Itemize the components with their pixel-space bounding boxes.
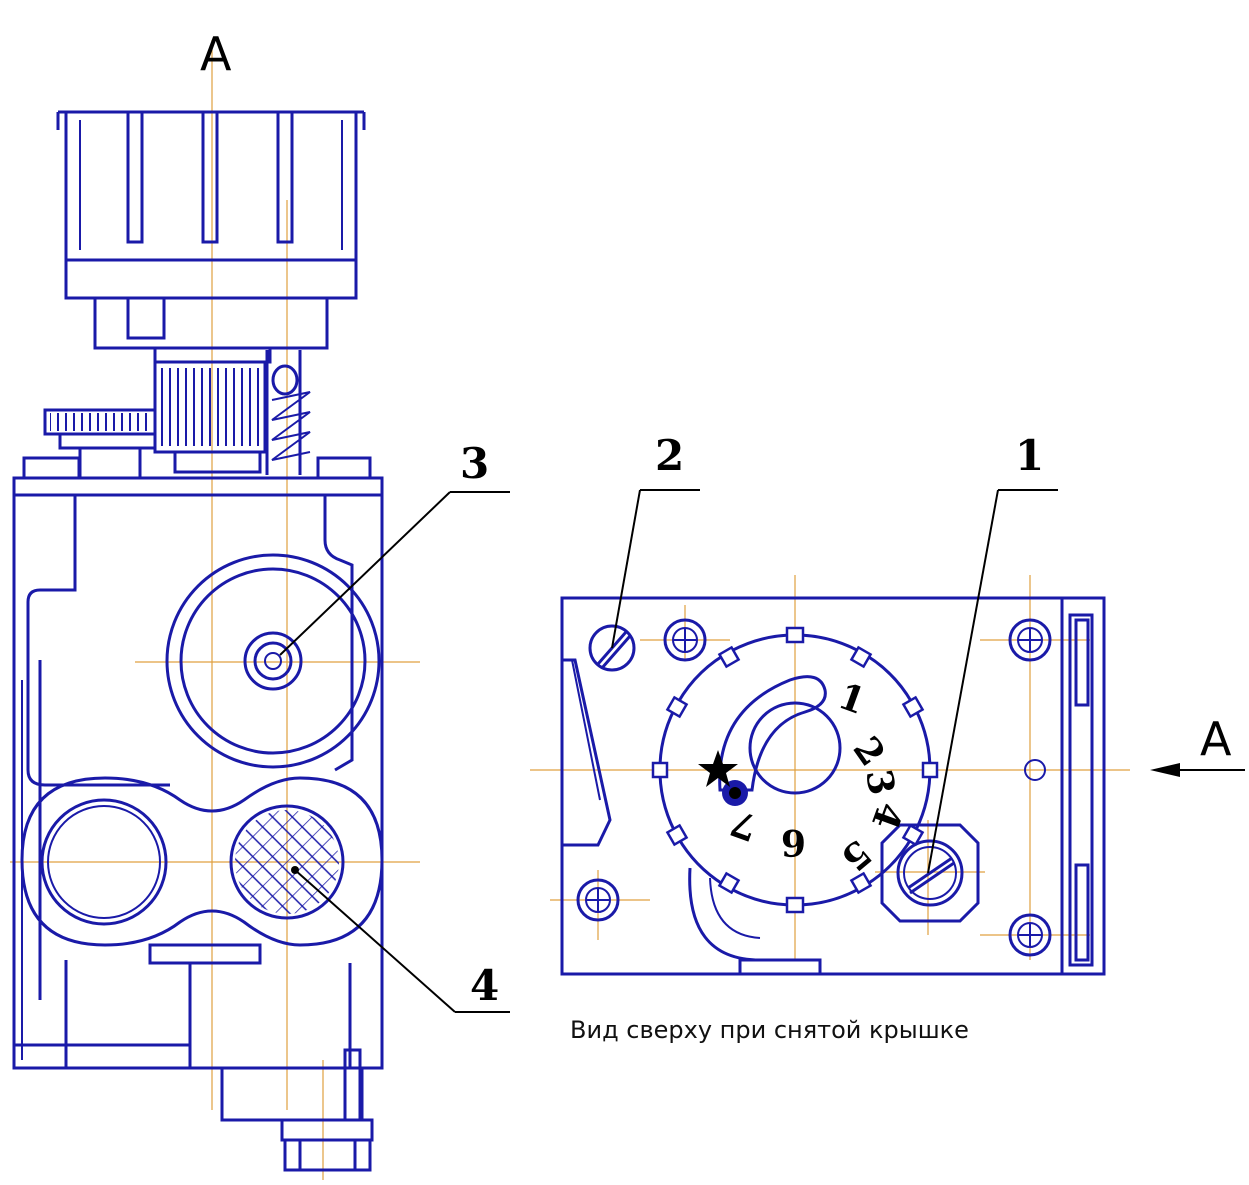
- section-letter-right: A: [1200, 712, 1232, 766]
- selector-dial: 1 2 3 4 5 6 7: [651, 626, 939, 962]
- left-bore: [40, 798, 168, 926]
- upper-bore-inner: [179, 567, 367, 755]
- upper-bore-outer: [165, 553, 381, 769]
- knurled-shaft: [43, 350, 311, 475]
- adjusting-screw-1: [880, 823, 980, 923]
- callout-4: 4: [291, 866, 510, 1013]
- callout-1: 1: [927, 431, 1058, 874]
- view-caption: Вид сверху при снятой крышке: [570, 1016, 969, 1044]
- base-plate: [560, 596, 1106, 976]
- star-marker: [698, 750, 738, 787]
- nozzle-fitting: [243, 631, 303, 691]
- dial-number-2: 2: [845, 729, 894, 774]
- dial-number-1: 1: [833, 675, 871, 723]
- mounting-screw-tl: [663, 618, 707, 662]
- callout-3: 3: [279, 439, 510, 656]
- lower-bore-outline: [20, 776, 384, 947]
- dial-number-6: 6: [781, 821, 806, 863]
- side-view: 3 4 A: [10, 27, 510, 1180]
- filter-element: [229, 804, 345, 920]
- section-letter-top: A: [200, 27, 232, 81]
- mounting-screw-tr: [1008, 618, 1052, 662]
- view-arrow-right: A: [1150, 712, 1245, 777]
- callout-2: 2: [611, 431, 700, 649]
- dial-center-bore: [748, 701, 842, 795]
- mounting-screw-br: [1008, 913, 1052, 957]
- knob-cap: [56, 110, 366, 364]
- dial-number-7: 7: [725, 801, 763, 849]
- mounting-screw-bl: [576, 878, 620, 922]
- top-view: 1 2 3 4 5 6 7 2 1 A Вид сверху при снято…: [530, 431, 1245, 1044]
- callout-2-label: 2: [655, 431, 684, 480]
- callout-1-label: 1: [1015, 431, 1044, 480]
- dial-kidney-slot: [718, 675, 827, 792]
- callout-3-label: 3: [460, 439, 489, 488]
- valve-body: [12, 446, 384, 1172]
- dial-number-3: 3: [857, 766, 903, 798]
- dial-number-4: 4: [863, 797, 911, 835]
- dial-number-5: 5: [833, 831, 879, 879]
- center-hole: [1024, 759, 1046, 781]
- callout-4-label: 4: [470, 961, 499, 1010]
